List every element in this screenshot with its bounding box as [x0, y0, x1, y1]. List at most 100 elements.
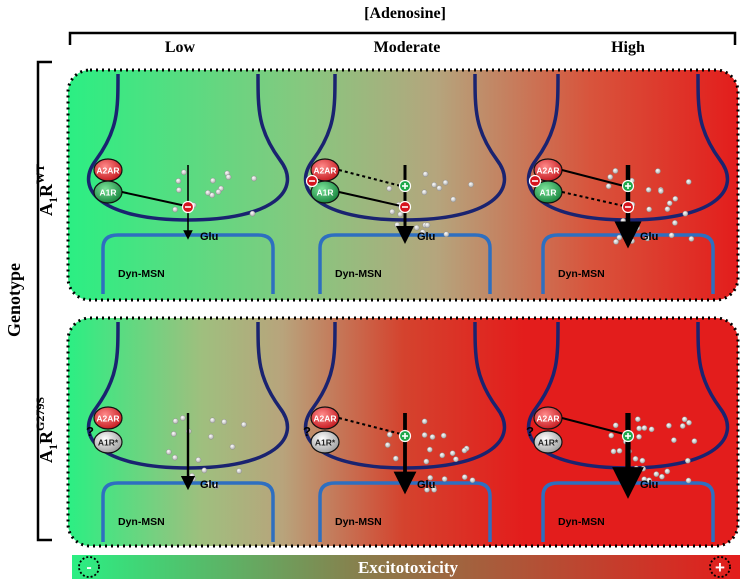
glutamate-vesicle	[209, 417, 216, 424]
glutamate-vesicle	[421, 432, 428, 438]
glutamate-vesicle	[419, 229, 426, 235]
glutamate-vesicle	[440, 432, 447, 439]
glu-label: Glu	[200, 231, 218, 243]
glutamate-vesicle	[634, 225, 640, 231]
glutamate-vesicle	[682, 210, 689, 217]
glutamate-vesicle	[605, 183, 612, 189]
glutamate-vesicle	[450, 196, 457, 203]
unknown-mark: ?	[86, 424, 94, 439]
glutamate-vesicle	[213, 483, 220, 490]
glutamate-vesicle	[685, 179, 692, 185]
glutamate-vesicle	[659, 473, 665, 480]
minus-symbol: -	[86, 559, 91, 576]
a2a-receptor	[93, 406, 123, 430]
neuron-label: Dyn-MSN	[335, 516, 382, 528]
glutamate-vesicle	[633, 465, 640, 472]
glutamate-vesicle	[672, 195, 679, 202]
glutamate-vesicle	[225, 174, 232, 180]
a1-mutant-receptor-label: A1R*	[538, 438, 559, 448]
glutamate-vesicle	[449, 450, 456, 457]
glutamate-vesicle	[639, 457, 646, 464]
glutamate-vesicle	[636, 433, 642, 440]
glutamate-vesicle	[210, 177, 216, 184]
glutamate-vesicle	[453, 456, 459, 463]
unknown-mark: ?	[303, 424, 311, 439]
genotype-bracket	[36, 60, 52, 542]
neuron-label: Dyn-MSN	[558, 268, 605, 280]
glutamate-vesicle	[384, 442, 391, 448]
glutamate-vesicle	[229, 443, 236, 450]
glutamate-vesicle	[439, 452, 446, 459]
glutamate-vesicle	[646, 477, 652, 484]
glutamate-vesicle	[170, 431, 177, 437]
glutamate-vesicle	[612, 168, 619, 174]
glutamate-vesicle	[644, 235, 651, 242]
glutamate-vesicle	[636, 425, 642, 432]
unknown-mark: ?	[526, 424, 534, 439]
glu-label: Glu	[417, 231, 435, 243]
glutamate-vesicle	[681, 416, 688, 423]
adenosine-label: [Adenosine]	[364, 5, 446, 22]
synapse-layer: Dyn-MSNGluA2ARA1RDyn-MSNGluA2ARA1RDyn-MS…	[86, 73, 730, 542]
glutamate-vesicle	[691, 438, 698, 444]
glutamate-vesicle	[645, 186, 652, 193]
glutamate-vesicle	[165, 449, 172, 455]
glutamate-vesicle	[221, 419, 227, 425]
glutamate-vesicle	[612, 422, 619, 429]
glutamate-vesicle	[436, 185, 443, 191]
genotype-label: Genotype	[4, 263, 24, 337]
glutamate-vesicle	[635, 416, 641, 423]
a2a-signal-line	[561, 169, 625, 187]
glutamate-vesicle	[205, 481, 212, 488]
a1-signal-line	[121, 191, 187, 207]
glutamate-vesicle	[208, 433, 214, 440]
glutamate-vesicle	[424, 486, 430, 493]
synapse-r1-c3: Dyn-MSN Glu A2AR A1R	[526, 73, 730, 294]
a2a-receptor-label: A2AR	[96, 414, 119, 424]
plus-indicator	[709, 556, 731, 578]
glutamate-vesicle	[671, 437, 677, 443]
glutamate-vesicle	[394, 222, 401, 228]
glutamate-vesicle	[616, 234, 623, 241]
a2a-signal-line	[338, 169, 402, 187]
glutamate-vesicle	[613, 238, 619, 245]
glutamate-vesicle	[176, 187, 182, 193]
glutamate-vesicle	[686, 419, 692, 426]
glutamate-vesicle	[443, 231, 450, 237]
plus-symbol: +	[715, 558, 725, 577]
svg-text:A1RG279S: A1RG279S	[33, 397, 60, 463]
glutamate-vesicle	[616, 447, 623, 454]
glutamate-vesicle	[629, 238, 635, 244]
glutamate-vesicle	[201, 467, 208, 474]
glutamate-vesicle	[655, 168, 661, 174]
minus-indicator	[78, 556, 100, 578]
neuron-label: Dyn-MSN	[118, 516, 165, 528]
a2a-receptor-label: A2AR	[536, 166, 559, 176]
row-label-g279s: A1RG279S	[33, 397, 60, 463]
glutamate-vesicle	[632, 455, 639, 462]
glutamate-vesicle	[620, 217, 627, 224]
a2a-signal-line	[561, 417, 625, 435]
glutamate-vesicle	[421, 418, 428, 425]
level-low: Low	[165, 39, 196, 56]
a1-receptor-label: A1R	[316, 188, 333, 198]
neuron-label: Dyn-MSN	[335, 268, 382, 280]
glu-label: Glu	[640, 231, 658, 243]
header-bracket	[68, 31, 737, 45]
row-label-wt: A1RWT	[33, 164, 60, 216]
glutamate-vesicle	[431, 486, 437, 493]
glutamate-vesicle	[666, 200, 673, 206]
glutamate-vesicle	[251, 175, 257, 182]
glutamate-vesicle	[209, 192, 215, 198]
glutamate-vesicle	[241, 421, 247, 428]
glutamate-vesicle	[608, 432, 615, 439]
glutamate-vesicle	[672, 220, 678, 226]
glutamate-vesicle	[181, 169, 187, 176]
glutamate-vesicle	[427, 474, 434, 481]
glutamate-vesicle	[175, 178, 182, 184]
a1-receptor-label: A1R	[539, 188, 556, 198]
